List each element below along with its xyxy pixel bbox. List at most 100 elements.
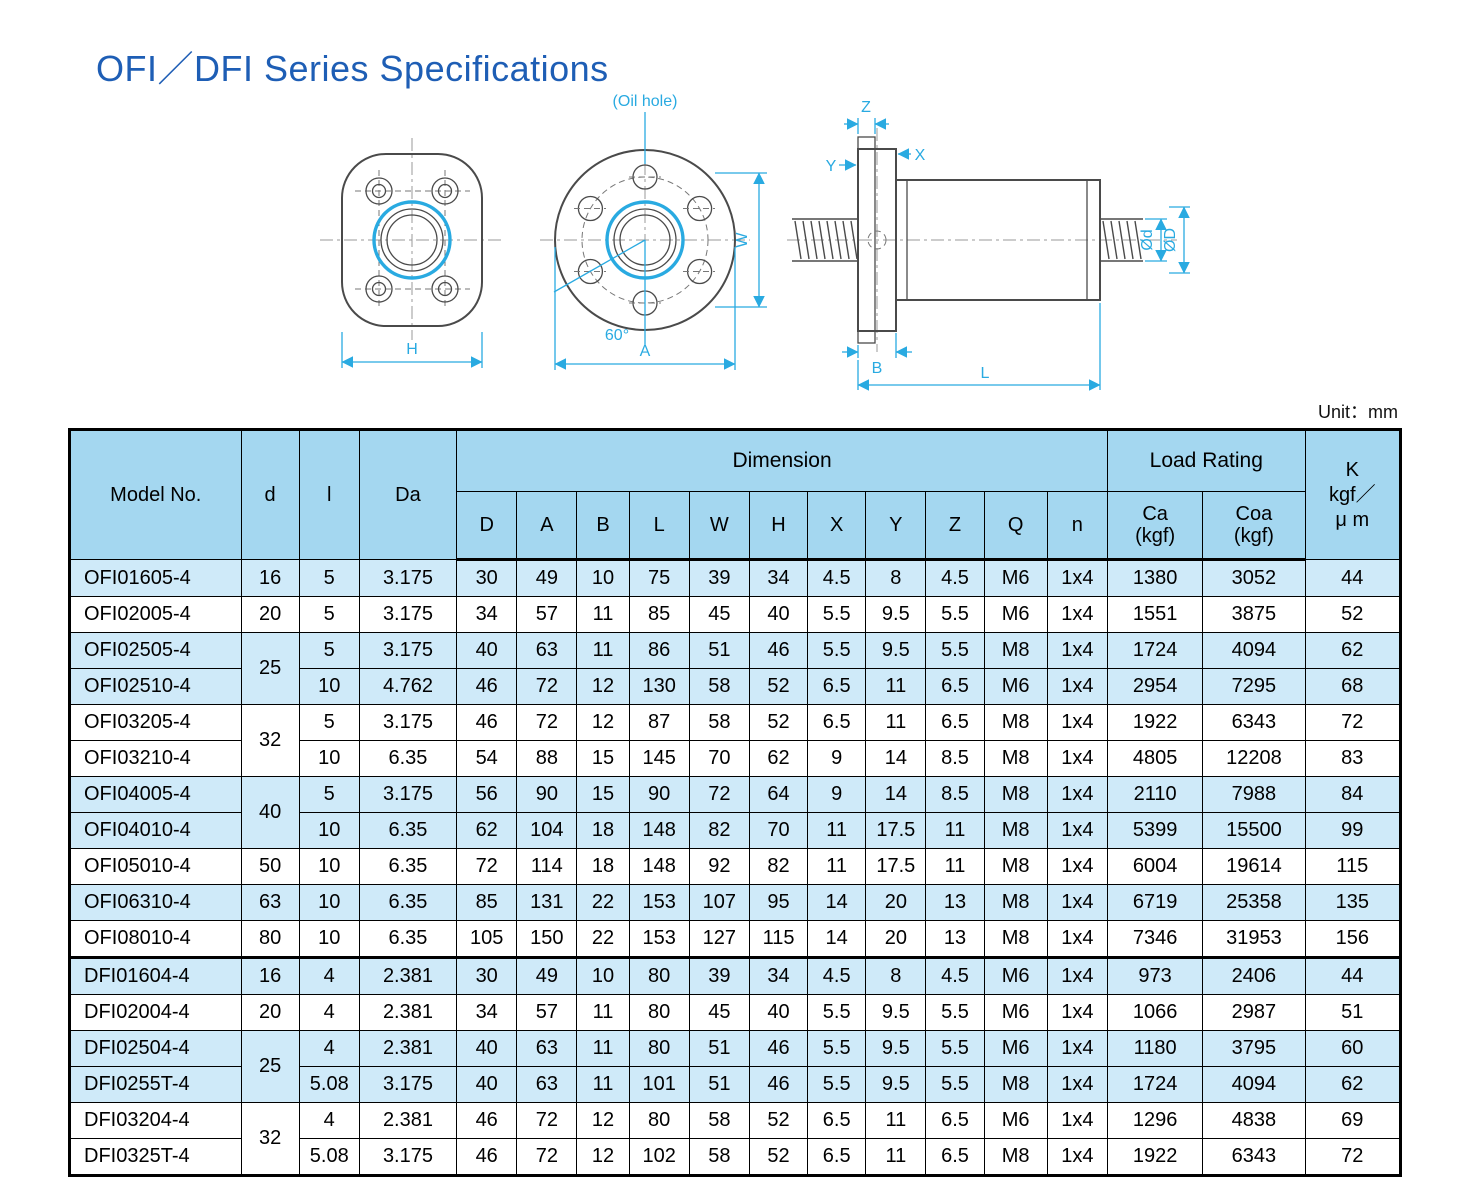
d-cell: 25	[240, 1030, 300, 1103]
da-cell: 2.381	[358, 956, 458, 995]
d-cell: 32	[240, 1102, 300, 1176]
dim-cell: 40	[456, 632, 518, 669]
dim-cell: 72	[516, 1138, 578, 1176]
k-cell: 44	[1304, 956, 1402, 995]
ca-cell: 1724	[1106, 1066, 1204, 1103]
k-cell: 69	[1304, 1102, 1402, 1139]
d-cell: 32	[240, 704, 300, 777]
k-cell: 72	[1304, 1138, 1402, 1176]
model-cell: OFI03205-4	[69, 704, 242, 741]
ca-cell: 5399	[1106, 812, 1204, 849]
side-view-drawing: Z Y X B L	[787, 99, 1190, 391]
da-cell: 6.35	[358, 848, 458, 885]
ca-cell: 1922	[1106, 704, 1204, 741]
d-cell: 16	[240, 559, 300, 597]
dim-cell: 8.5	[925, 776, 985, 813]
dim-cell: 5.5	[807, 632, 867, 669]
dim-cell: 14	[807, 884, 867, 921]
coa-cell: 19614	[1202, 848, 1306, 885]
dim-cell: 11	[807, 848, 867, 885]
dim-cell: 62	[456, 812, 518, 849]
dim-cell: 9.5	[865, 632, 927, 669]
da-cell: 3.175	[358, 596, 458, 633]
k-cell: 99	[1304, 812, 1402, 849]
dim-cell: 12	[576, 1138, 630, 1176]
col-header-load-rating-group: Load Rating	[1106, 429, 1306, 492]
dim-cell: 107	[688, 884, 750, 921]
dim-cell: 11	[576, 1066, 630, 1103]
dim-cell: 92	[688, 848, 750, 885]
col-header-dimension-group: Dimension	[456, 429, 1108, 492]
dim-cell: 22	[576, 884, 630, 921]
dim-cell: 30	[456, 956, 518, 995]
dim-cell: 46	[748, 632, 809, 669]
dim-cell: 56	[456, 776, 518, 813]
dim-cell: 11	[865, 1138, 927, 1176]
dim-cell: 8	[865, 559, 927, 597]
dim-cell: 63	[516, 1030, 578, 1067]
dim-cell: 46	[456, 704, 518, 741]
dim-cell: 153	[628, 920, 690, 958]
dim-cell: 4.5	[807, 956, 867, 995]
dim-cell: 85	[456, 884, 518, 921]
l-cell: 5.08	[298, 1138, 360, 1176]
l-cell: 5.08	[298, 1066, 360, 1103]
dim-cell: 34	[456, 596, 518, 633]
ca-cell: 6719	[1106, 884, 1204, 921]
header-row-top: Model No. d l Da Dimension Load Rating K…	[69, 429, 1402, 560]
coa-cell: 12208	[1202, 740, 1306, 777]
dim-label-od-large: ØD	[1162, 228, 1179, 252]
dim-cell: 63	[516, 632, 578, 669]
dim-cell: 58	[688, 1138, 750, 1176]
col-header-D: D	[456, 491, 518, 561]
dim-cell: 86	[628, 632, 690, 669]
dim-cell: 101	[628, 1066, 690, 1103]
dim-cell: 1x4	[1046, 920, 1108, 958]
coa-header-line2: (kgf)	[1233, 525, 1274, 547]
dim-label-z: Z	[861, 99, 871, 116]
da-cell: 3.175	[358, 776, 458, 813]
coa-cell: 25358	[1202, 884, 1306, 921]
dim-cell: 58	[688, 668, 750, 705]
dim-cell: 52	[748, 668, 809, 705]
model-cell: DFI02504-4	[69, 1030, 242, 1067]
dim-cell: 148	[628, 812, 690, 849]
da-cell: 3.175	[358, 632, 458, 669]
dim-cell: 40	[748, 596, 809, 633]
dim-cell: 82	[748, 848, 809, 885]
ca-cell: 7346	[1106, 920, 1204, 958]
l-cell: 5	[298, 559, 360, 597]
k-header-line2: kgf／	[1328, 483, 1376, 506]
dim-label-60deg: 60°	[605, 327, 629, 344]
dim-cell: M8	[983, 920, 1048, 958]
dim-cell: 145	[628, 740, 690, 777]
l-cell: 10	[298, 812, 360, 849]
dim-cell: 11	[865, 668, 927, 705]
dim-cell: 9	[807, 740, 867, 777]
model-cell: DFI03204-4	[69, 1102, 242, 1139]
dim-cell: 34	[456, 994, 518, 1031]
dim-cell: 105	[456, 920, 518, 958]
col-header-k: K kgf／ μ m	[1304, 429, 1402, 560]
dim-cell: 95	[748, 884, 809, 921]
dim-cell: M6	[983, 559, 1048, 597]
col-header-Z: Z	[925, 491, 985, 561]
dim-cell: 11	[865, 1102, 927, 1139]
dim-label-w: W	[734, 232, 751, 248]
model-cell: OFI01605-4	[69, 559, 242, 597]
col-header-n: n	[1046, 491, 1108, 561]
dim-cell: 6.5	[807, 1102, 867, 1139]
da-cell: 3.175	[358, 1138, 458, 1176]
l-cell: 5	[298, 596, 360, 633]
dim-cell: 11	[807, 812, 867, 849]
dim-cell: 39	[688, 559, 750, 597]
ca-cell: 2110	[1106, 776, 1204, 813]
dim-cell: 14	[865, 740, 927, 777]
coa-header-line1: Coa	[1235, 502, 1273, 525]
